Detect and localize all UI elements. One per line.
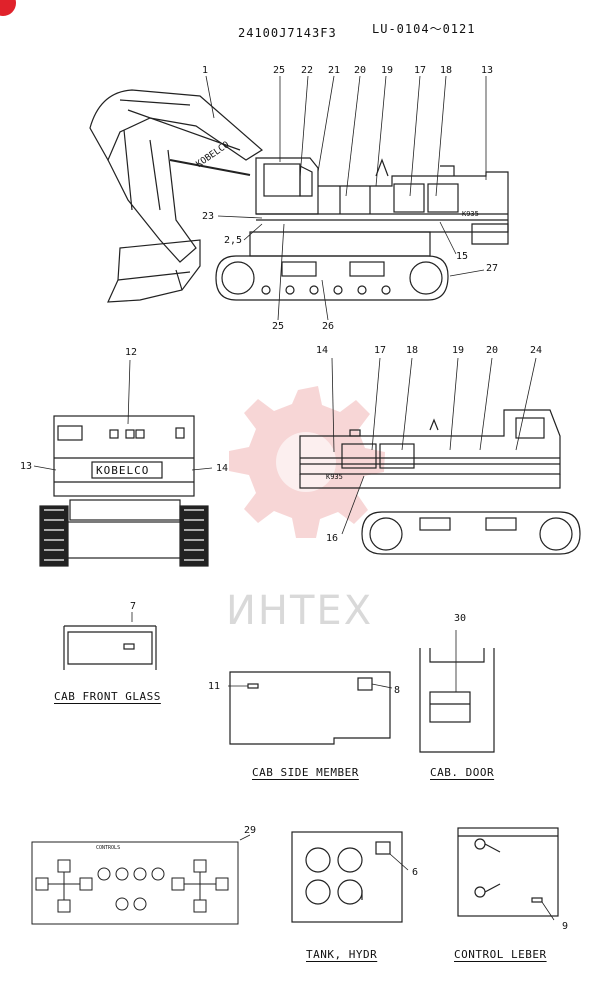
excavator-rear-view — [33, 359, 213, 567]
watermark-text: ИНТЕХ — [226, 588, 374, 634]
callout-16: 16 — [326, 533, 339, 544]
part-code: 24100J7143F3 — [238, 26, 337, 40]
caption-cab-front-glass: CAB FRONT GLASS — [54, 690, 161, 703]
callout-17-side: 17 — [414, 65, 427, 76]
callout-2-5: 2,5 — [224, 235, 243, 246]
callout-11: 11 — [208, 681, 221, 692]
control-plate-header: CONTROLS — [96, 845, 121, 851]
callout-19-side: 19 — [381, 65, 394, 76]
callout-22: 22 — [301, 65, 314, 76]
right-model-text: K935 — [326, 473, 343, 481]
callout-19-right: 19 — [452, 345, 465, 356]
side-model-text: K935 — [462, 210, 479, 218]
callout-20-side: 20 — [354, 65, 367, 76]
callout-18-right: 18 — [406, 345, 419, 356]
callout-15: 15 — [456, 251, 469, 262]
rear-logo-text: KOBELCO — [96, 464, 150, 477]
serial-range: LU-0104～0121 — [372, 22, 476, 36]
caption-cab-door: CAB. DOOR — [430, 766, 495, 779]
callout-30: 30 — [454, 613, 467, 624]
house — [318, 171, 509, 233]
cab — [255, 157, 319, 215]
cab-front-glass-drawing — [63, 612, 157, 670]
arm — [107, 149, 197, 263]
right-house — [299, 409, 561, 475]
excavator-right-view — [299, 357, 581, 555]
callout-13-rear: 13 — [20, 461, 33, 472]
callout-21: 21 — [328, 65, 341, 76]
caption-cab-side-member: CAB SIDE MEMBER — [252, 766, 359, 779]
callout-9: 9 — [562, 921, 569, 932]
callout-25-bottom: 25 — [272, 321, 285, 332]
right-track — [361, 511, 581, 555]
caption-tank-hydr: TANK, HYDR — [306, 948, 378, 961]
callout-25-top: 25 — [273, 65, 286, 76]
callout-29: 29 — [244, 825, 257, 836]
corner-marker — [0, 0, 16, 16]
callout-12: 12 — [125, 347, 138, 358]
control-plate-drawing — [31, 834, 250, 925]
cab-door-drawing — [419, 630, 495, 753]
callout-13-side: 13 — [481, 65, 494, 76]
callout-18-side: 18 — [440, 65, 453, 76]
bucket — [107, 239, 201, 303]
callout-20-right: 20 — [486, 345, 499, 356]
callout-24: 24 — [530, 345, 543, 356]
boom — [89, 89, 264, 162]
caption-control-leber: CONTROL LEBER — [454, 948, 547, 961]
callout-6: 6 — [412, 867, 419, 878]
excavator-side-view — [89, 75, 509, 321]
callout-7: 7 — [130, 601, 137, 612]
callout-27: 27 — [486, 263, 499, 274]
tank-hydr-drawing — [291, 831, 409, 923]
callout-14-right: 14 — [316, 345, 329, 356]
callout-1: 1 — [202, 65, 209, 76]
callout-8: 8 — [394, 685, 401, 696]
callout-26: 26 — [322, 321, 335, 332]
cab-side-member-drawing — [228, 671, 393, 745]
callout-23: 23 — [202, 211, 215, 222]
callout-17-right: 17 — [374, 345, 387, 356]
track — [215, 255, 449, 301]
callout-14-rear: 14 — [216, 463, 229, 474]
control-leber-drawing — [457, 827, 559, 921]
